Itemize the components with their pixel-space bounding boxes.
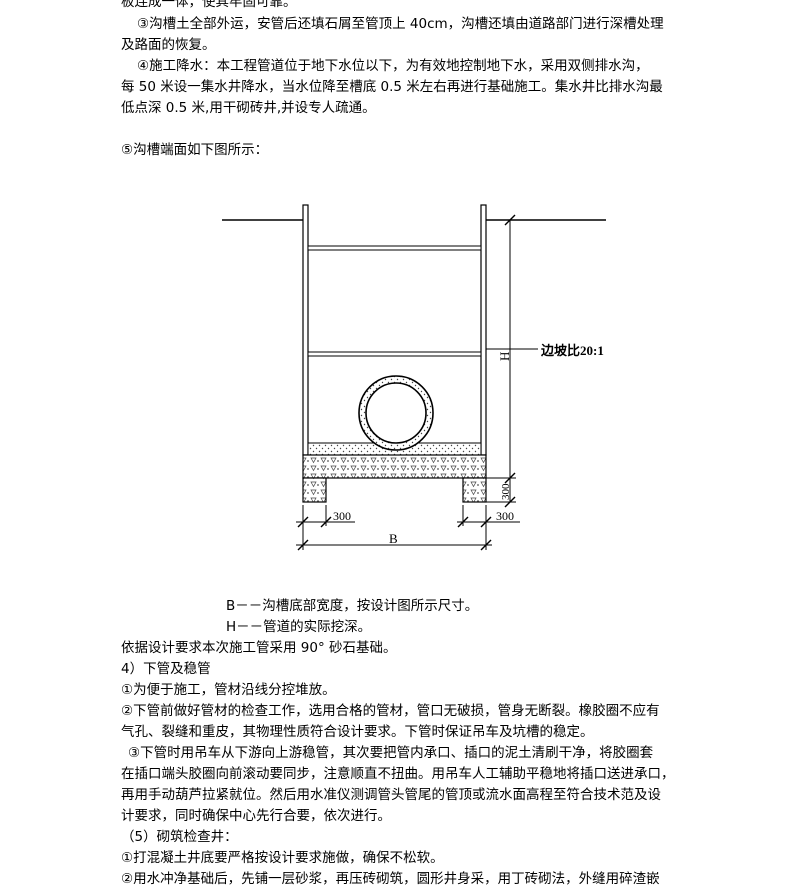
legend-h: H－－管道的实际挖深。 — [226, 619, 372, 635]
paragraph-line: 及路面的恢复。 — [121, 37, 216, 53]
trench-section-diagram: H 300 边坡比20:1 300 300 B — [222, 204, 606, 551]
dim-tick — [297, 539, 309, 551]
dim-tick — [480, 516, 492, 528]
slope-ratio-label: 边坡比20:1 — [540, 343, 604, 358]
paragraph-line: ②用水冲净基础后，先铺一层砂浆，再压砖砌筑，圆形井身采，用丁砖砌法，外缝用碎渣嵌 — [121, 871, 660, 887]
paragraph-line: ③下管时用吊车从下游向上游稳管，其次要把管内承口、插口的泥土清刷干净，将胶圈套 — [128, 745, 654, 761]
paragraph-line: 依据设计要求本次施工管采用 90° 砂石基础。 — [121, 640, 397, 656]
dim-tick — [320, 516, 332, 528]
footing-left — [302, 477, 327, 503]
strut-lower — [307, 351, 482, 357]
paragraph-line: ③沟槽土全部外运，安管后还填石屑至管顶上 40cm，沟槽还填由道路部门进行深槽处… — [137, 16, 664, 32]
trench-wall-left — [302, 204, 309, 456]
paragraph-line: ①为便于施工，管材沿线分控堆放。 — [121, 682, 336, 698]
dim-300-right-label: 300 — [496, 509, 514, 523]
paragraph-line: 低点深 0.5 米,用干砌砖井,并设专人疏通。 — [121, 100, 376, 116]
paragraph-line: ④施工降水：本工程管道位于地下水位以下，为有效地控制地下水，采用双侧排水沟， — [137, 58, 649, 74]
trench-wall-right — [480, 204, 487, 456]
paragraph-line: 板连成一体，使其牢固可靠。 — [121, 0, 297, 10]
legend-b: B－－沟槽底部宽度，按设计图所示尺寸。 — [226, 598, 479, 614]
dim-tick — [297, 516, 309, 528]
paragraph-line: ②下管前做好管材的检查工作，选用合格的管材，管口无破损，管身无断裂。橡胶圈不应有 — [121, 703, 660, 719]
paragraph-line: 气孔、裂缝和重皮，其物理性质符合设计要求。下管时保证吊车及坑槽的稳定。 — [121, 724, 594, 740]
section-heading: （5）砌筑检查井： — [121, 829, 238, 845]
dim-tick — [457, 516, 469, 528]
paragraph-line: ①打混凝土井底要严格按设计要求施做，确保不松软。 — [121, 850, 444, 866]
paragraph-line: 每 50 米设一集水井降水，当水位降至槽底 0.5 米左右再进行基础施工。集水井… — [121, 79, 663, 95]
gravel-foundation — [302, 454, 487, 479]
dim-b-label: B — [389, 531, 398, 546]
pipe-inner — [365, 382, 427, 444]
section-heading: 4）下管及稳管 — [121, 661, 211, 677]
dim-tick — [480, 539, 492, 551]
strut-upper — [307, 245, 482, 251]
dim-h-label: H — [497, 352, 512, 361]
dim-300-left-label: 300 — [333, 509, 351, 523]
paragraph-line: 在插口端头胶圈向前滚动要同步，注意顺直不扭曲。用吊车人工辅助平稳地将插口送进承口… — [121, 766, 675, 782]
dim-tick — [504, 214, 516, 226]
paragraph-line: 再用手动葫芦拉紧就位。然后用水准仪测调管头管尾的管顶或流水面高程至符合技术范及设 — [121, 787, 661, 803]
figure-caption-intro: ⑤沟槽端面如下图所示： — [121, 142, 269, 158]
paragraph-line: 计要求，同时确保中心先行合要，依次进行。 — [121, 808, 391, 824]
footing-right — [462, 477, 487, 503]
dim-300-vertical-label: 300 — [500, 483, 512, 500]
